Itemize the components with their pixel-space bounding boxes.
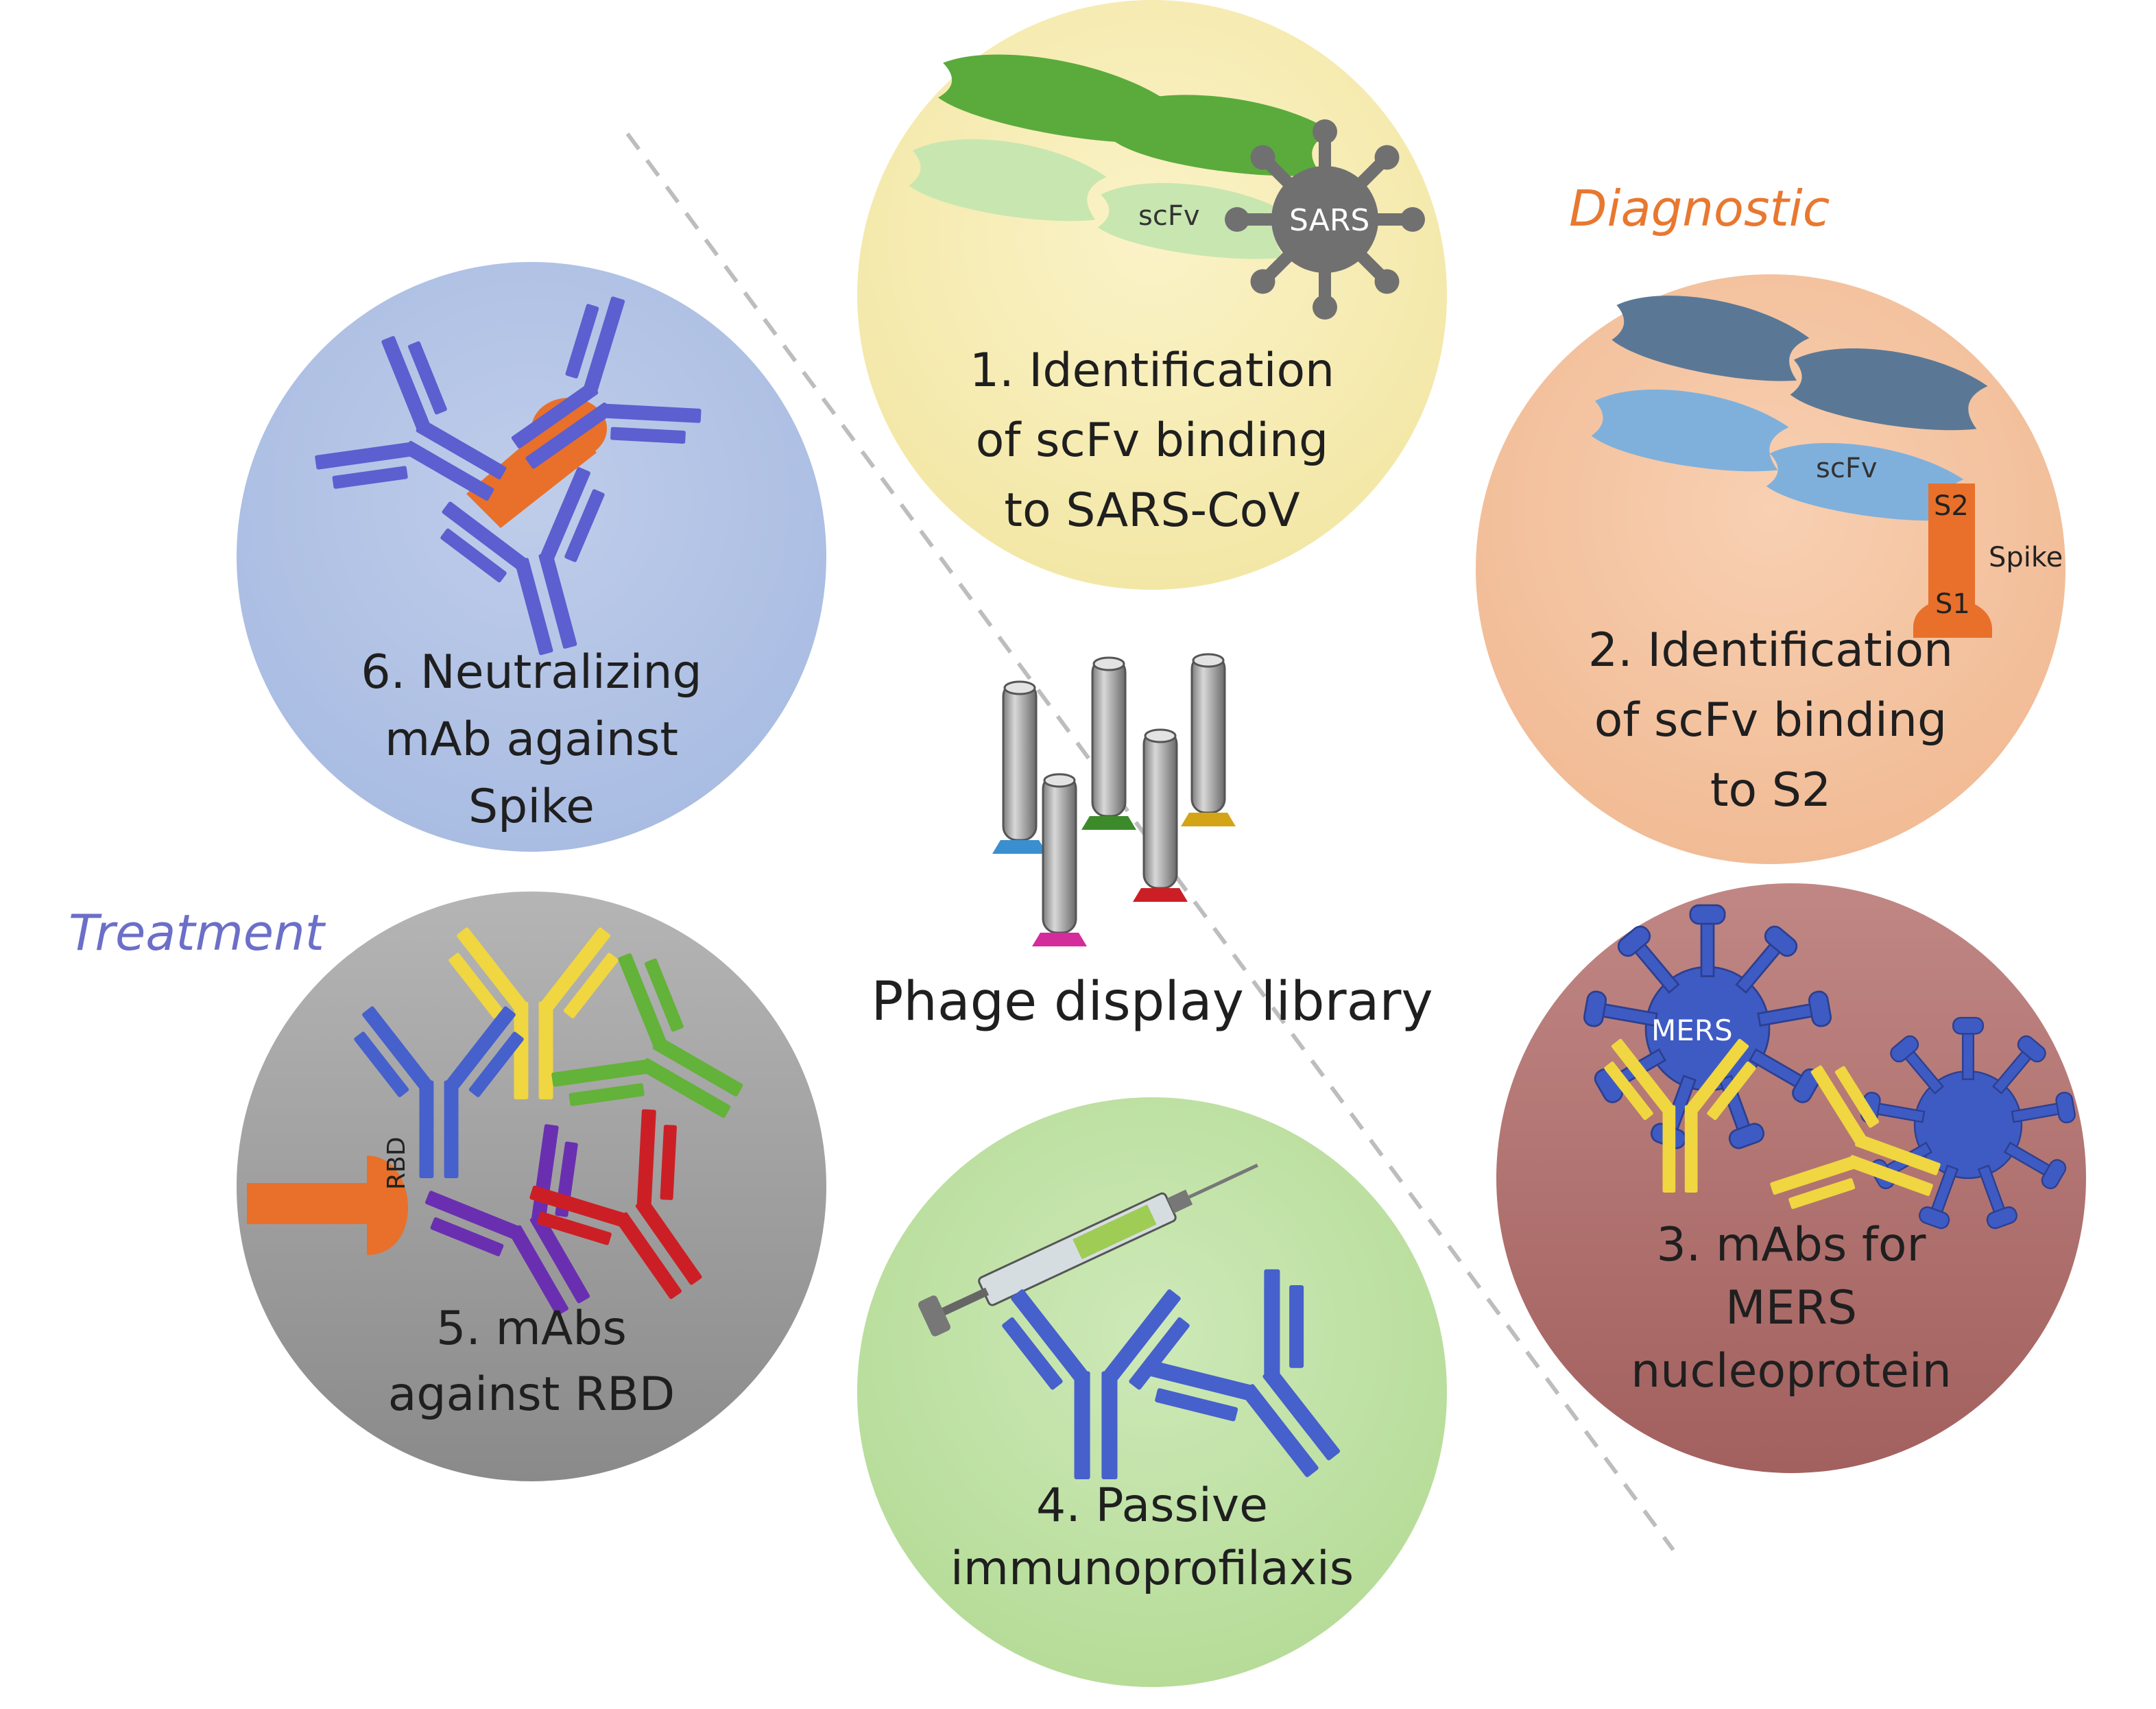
panel-4-line-2: immunoprofilaxis xyxy=(950,1542,1354,1596)
panel-2-line-2: of scFv binding xyxy=(1594,693,1948,748)
panel-3-line-1: 3. mAbs for xyxy=(1656,1218,1926,1272)
category-treatment: Treatment xyxy=(69,904,324,961)
panel-6-line-3: Spike xyxy=(468,780,595,834)
panel-4-title: 4. Passive immunoprofilaxis xyxy=(878,1474,1426,1601)
panel-3-line-3: nucleoprotein xyxy=(1631,1344,1952,1398)
tag-spike: Spike xyxy=(1989,542,2063,573)
panel-3-line-2: MERS xyxy=(1725,1281,1858,1335)
category-diagnostic: Diagnostic xyxy=(1569,180,1830,237)
tag-rbd: RBD xyxy=(383,1136,411,1190)
divider-line xyxy=(625,132,1675,1551)
tag-mers: MERS xyxy=(1651,1014,1733,1047)
panel-6-line-2: mAb against xyxy=(384,713,679,767)
tag-s2: S2 xyxy=(1934,490,1969,522)
panel-5-title: 5. mAbs against RBD xyxy=(257,1296,806,1428)
syringe-icon xyxy=(918,1163,1258,1337)
panel-2-title: 2. Identification of scFv binding to S2 xyxy=(1496,616,2045,826)
panel-5-line-1: 5. mAbs xyxy=(436,1302,627,1356)
panel-1-circle xyxy=(857,0,1447,590)
panel-2-line-1: 2. Identification xyxy=(1588,623,1954,678)
panel-3-title: 3. mAbs for MERS nucleoprotein xyxy=(1517,1214,2065,1403)
tag-scfv: scFv xyxy=(1816,453,1878,484)
panel-5-circle xyxy=(237,892,826,1481)
panel-2-circle xyxy=(1476,274,2065,864)
panel-4-circle xyxy=(857,1097,1447,1687)
tag-s1: S1 xyxy=(1935,588,1970,620)
center-label: Phage display library xyxy=(871,971,1433,1033)
rbd-protein-icon xyxy=(247,1156,409,1255)
phage-library-icon xyxy=(992,653,1236,946)
panel-1-title: 1. Identification of scFv binding to SAR… xyxy=(878,336,1426,546)
tag-scfv: scFv xyxy=(1138,200,1200,232)
tag-sars: SARS xyxy=(1289,203,1370,238)
panel-1-line-1: 1. Identification xyxy=(969,344,1335,398)
panel-2-line-3: to S2 xyxy=(1710,763,1832,817)
panel-6-circle xyxy=(237,262,826,852)
panel-5-line-2: against RBD xyxy=(387,1367,675,1422)
spike-protein-icon xyxy=(1913,483,1992,638)
panel-6-line-1: 6. Neutralizing xyxy=(361,645,702,700)
panel-1-line-3: to SARS-CoV xyxy=(1004,483,1300,538)
panel-4-line-1: 4. Passive xyxy=(1036,1479,1268,1533)
panel-6-title: 6. Neutralizing mAb against Spike xyxy=(257,639,806,841)
panel-1-line-2: of scFv binding xyxy=(975,414,1329,468)
panel-3-circle xyxy=(1496,883,2086,1473)
